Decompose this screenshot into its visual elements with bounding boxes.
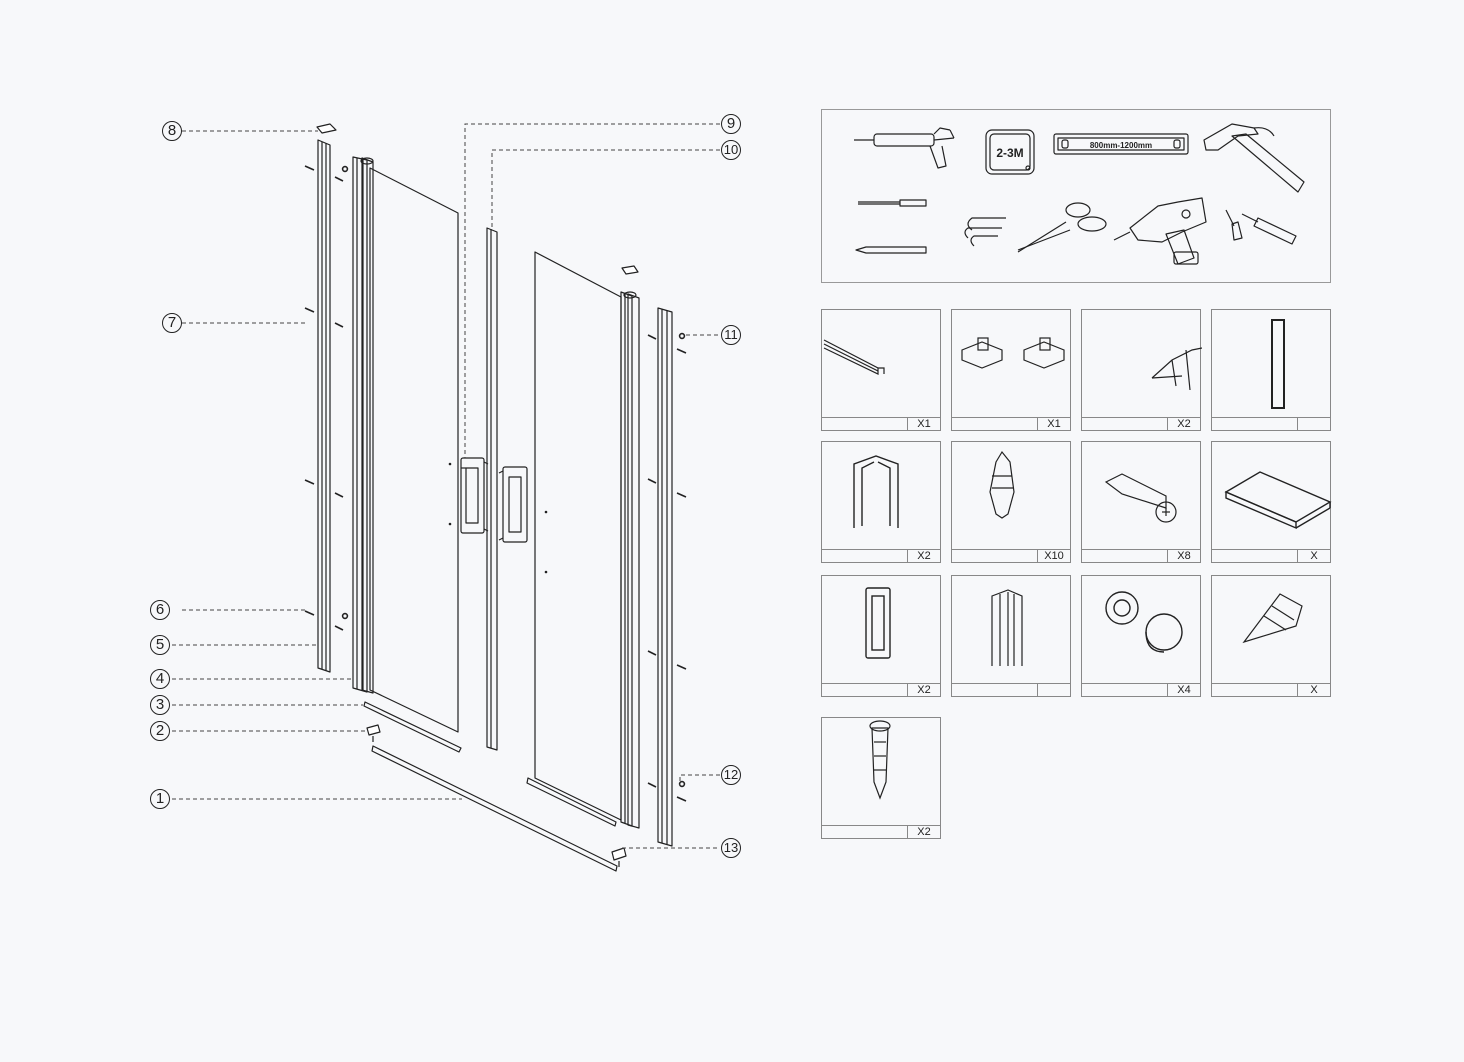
part-wall-plug: X10 xyxy=(951,441,1071,563)
left-bottom-seal xyxy=(363,701,462,753)
caulking-gun-icon xyxy=(854,127,955,169)
scissors-icon xyxy=(1017,202,1107,253)
handle-icon xyxy=(865,587,891,659)
part-qty: X10 xyxy=(1037,550,1070,562)
left-hinge-profile xyxy=(352,156,374,694)
left-handle xyxy=(460,457,489,534)
callout-8: 8 xyxy=(162,121,182,141)
right-bottom-seal xyxy=(526,777,617,827)
part-qty: X1 xyxy=(907,418,940,430)
callout-1: 1 xyxy=(150,789,170,809)
end-cap-icon xyxy=(1224,471,1332,530)
part-u-channel: X2 xyxy=(821,441,941,563)
pencil-icon xyxy=(855,246,927,254)
bracket-clips-icon xyxy=(961,337,1065,369)
left-glass-panel xyxy=(369,167,459,733)
drill-bit-icon xyxy=(858,199,927,207)
bottom-stoppers xyxy=(366,724,627,867)
part-qty: X xyxy=(1297,550,1330,562)
left-wall-screws xyxy=(304,165,349,631)
part-qty: X xyxy=(1297,684,1330,696)
glass-hole-dots xyxy=(448,462,548,574)
part-end-cap: X xyxy=(1211,441,1332,563)
top-cap-right xyxy=(621,265,639,275)
screw-icon xyxy=(1104,473,1177,523)
screwdriver-icon xyxy=(1225,209,1297,245)
part-cover-caps: X4 xyxy=(1081,575,1201,697)
right-glass-panel xyxy=(534,251,622,821)
part-qty: X2 xyxy=(907,826,940,838)
part-handle: X2 xyxy=(821,575,941,697)
exploded-assembly-diagram xyxy=(172,123,720,872)
part-qty: X1 xyxy=(1037,418,1070,430)
callout-10: 10 xyxy=(721,140,741,160)
part-qty: X8 xyxy=(1167,550,1200,562)
right-handle xyxy=(498,466,528,543)
callout-3: 3 xyxy=(150,695,170,715)
callout-5: 5 xyxy=(150,635,170,655)
callout-13: 13 xyxy=(721,838,741,858)
door-frame-icon xyxy=(1271,319,1285,409)
part-qty: X2 xyxy=(907,550,940,562)
magnetic-strip-icon xyxy=(991,589,1023,666)
part-angle-profile: X2 xyxy=(1081,309,1202,431)
callout-2: 2 xyxy=(150,721,170,741)
right-wall-profile xyxy=(657,307,673,847)
cover-caps-icon xyxy=(1105,591,1183,653)
part-long-screw: X2 xyxy=(821,717,941,839)
callout-12: 12 xyxy=(721,765,741,785)
allen-key-icon xyxy=(964,217,1006,247)
tools-illustration: 2-3M 800mm-1200mm xyxy=(854,123,1305,265)
callout-6: 6 xyxy=(150,600,170,620)
tape-measure-icon xyxy=(985,129,1035,175)
part-conical-screw: X xyxy=(1211,575,1331,697)
right-hinge-profile xyxy=(620,291,640,829)
wall-plug-icon xyxy=(989,450,1015,519)
channel-profile-icon xyxy=(823,339,885,375)
part-qty: X4 xyxy=(1167,684,1200,696)
part-qty xyxy=(1297,418,1330,430)
angle-profile-icon xyxy=(1151,347,1202,391)
required-tools-panel: 2-3M 800mm-1200mm xyxy=(821,109,1331,283)
callout-9: 9 xyxy=(721,114,741,134)
hammer-icon xyxy=(1203,123,1305,193)
callout-7: 7 xyxy=(162,313,182,333)
u-channel-icon xyxy=(853,455,899,528)
part-channel-profile: X1 xyxy=(821,309,941,431)
spirit-level-label: 800mm-1200mm xyxy=(1090,141,1152,150)
part-door-frame xyxy=(1211,309,1331,431)
part-qty: X2 xyxy=(1167,418,1200,430)
power-drill-icon xyxy=(1113,197,1207,265)
center-seal-strip xyxy=(486,227,498,751)
part-bracket-clips: X1 xyxy=(951,309,1071,431)
spirit-level-icon xyxy=(1053,133,1189,155)
bottom-threshold xyxy=(371,745,618,872)
callout-11: 11 xyxy=(721,325,741,345)
callout-4: 4 xyxy=(150,669,170,689)
part-qty: X2 xyxy=(907,684,940,696)
part-qty xyxy=(1037,684,1070,696)
left-wall-profile xyxy=(317,139,331,673)
long-screw-icon xyxy=(869,720,891,800)
tape-measure-label: 2-3M xyxy=(996,146,1023,160)
leader-lines xyxy=(172,123,720,849)
part-magnetic-strip xyxy=(951,575,1071,697)
part-screw: X8 xyxy=(1081,441,1201,563)
conical-screw-icon xyxy=(1242,593,1303,644)
top-cap-left xyxy=(316,123,337,134)
